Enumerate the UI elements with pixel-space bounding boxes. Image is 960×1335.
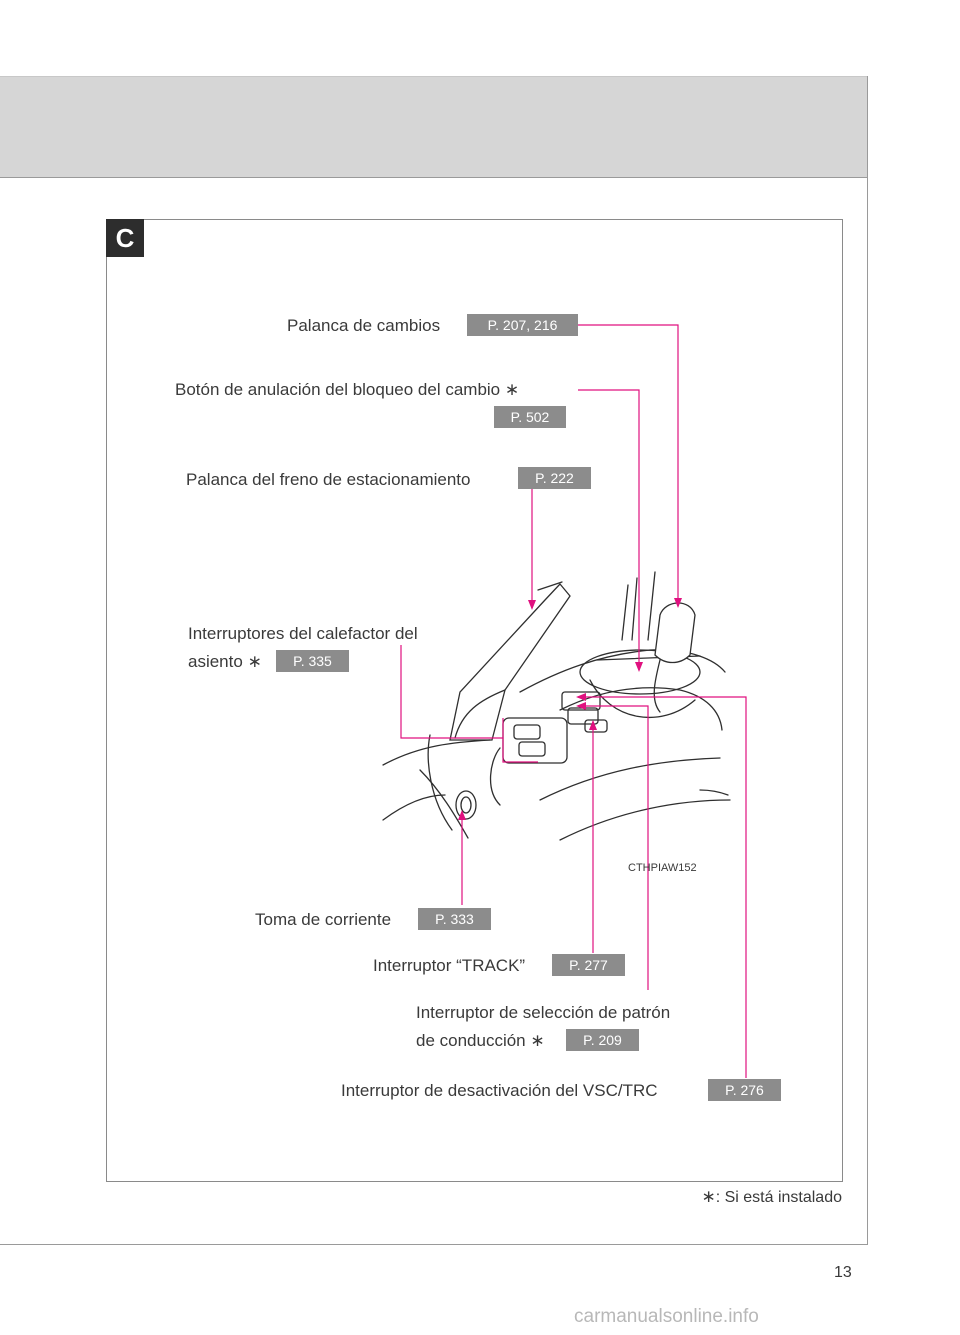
callout-seat-heater-label-line2: asiento ∗: [188, 652, 262, 672]
callout-drive-mode-label-line1: Interruptor de selección de patrón: [416, 1003, 671, 1022]
callout-track-label: Interruptor “TRACK”: [373, 956, 526, 975]
callout-vsc-trc-ref[interactable]: P. 276: [708, 1079, 781, 1101]
header-band: [0, 76, 867, 178]
illustration-code: CTHPIAW152: [628, 862, 697, 874]
callout-seat-heater-label-line1: Interruptores del calefactor del: [188, 624, 418, 643]
callout-seat-heater-text: asiento: [188, 652, 243, 671]
callout-shift-lock-text: Botón de anulación del bloqueo del cambi…: [175, 380, 501, 399]
installed-star-icon: ∗: [530, 1031, 545, 1050]
callout-track-ref[interactable]: P. 277: [552, 954, 625, 976]
callout-drive-mode-ref[interactable]: P. 209: [566, 1029, 639, 1051]
callout-drive-mode-text: de conducción: [416, 1031, 526, 1050]
callout-power-outlet-ref[interactable]: P. 333: [418, 908, 491, 930]
callout-shift-lock-ref[interactable]: P. 502: [494, 406, 566, 428]
right-rule: [867, 76, 868, 1244]
installed-star-icon: ∗: [701, 1187, 716, 1206]
installed-star-icon: ∗: [247, 652, 262, 671]
page-number: 13: [834, 1264, 852, 1281]
callout-shift-lock-label: Botón de anulación del bloqueo del cambi…: [175, 380, 519, 400]
callout-parking-brake-label: Palanca del freno de estacionamiento: [186, 470, 471, 489]
callout-shift-lever-label: Palanca de cambios: [287, 316, 441, 335]
callout-shift-lever-ref[interactable]: P. 207, 216: [467, 314, 578, 336]
callout-power-outlet-label: Toma de corriente: [255, 910, 392, 929]
callout-seat-heater-ref[interactable]: P. 335: [276, 650, 349, 672]
watermark: carmanualsonline.info: [574, 1306, 759, 1327]
callout-drive-mode-label-line2: de conducción ∗: [416, 1031, 545, 1051]
installed-star-icon: ∗: [504, 380, 520, 399]
callout-parking-brake-ref[interactable]: P. 222: [518, 467, 591, 489]
section-badge: C: [106, 219, 144, 257]
bottom-rule: [0, 1244, 868, 1245]
footnote-text: : Si está instalado: [715, 1189, 842, 1206]
illustration-frame: [106, 219, 843, 1182]
footnote: ∗: Si está instalado: [701, 1187, 842, 1207]
callout-vsc-trc-label: Interruptor de desactivación del VSC/TRC: [341, 1081, 658, 1100]
